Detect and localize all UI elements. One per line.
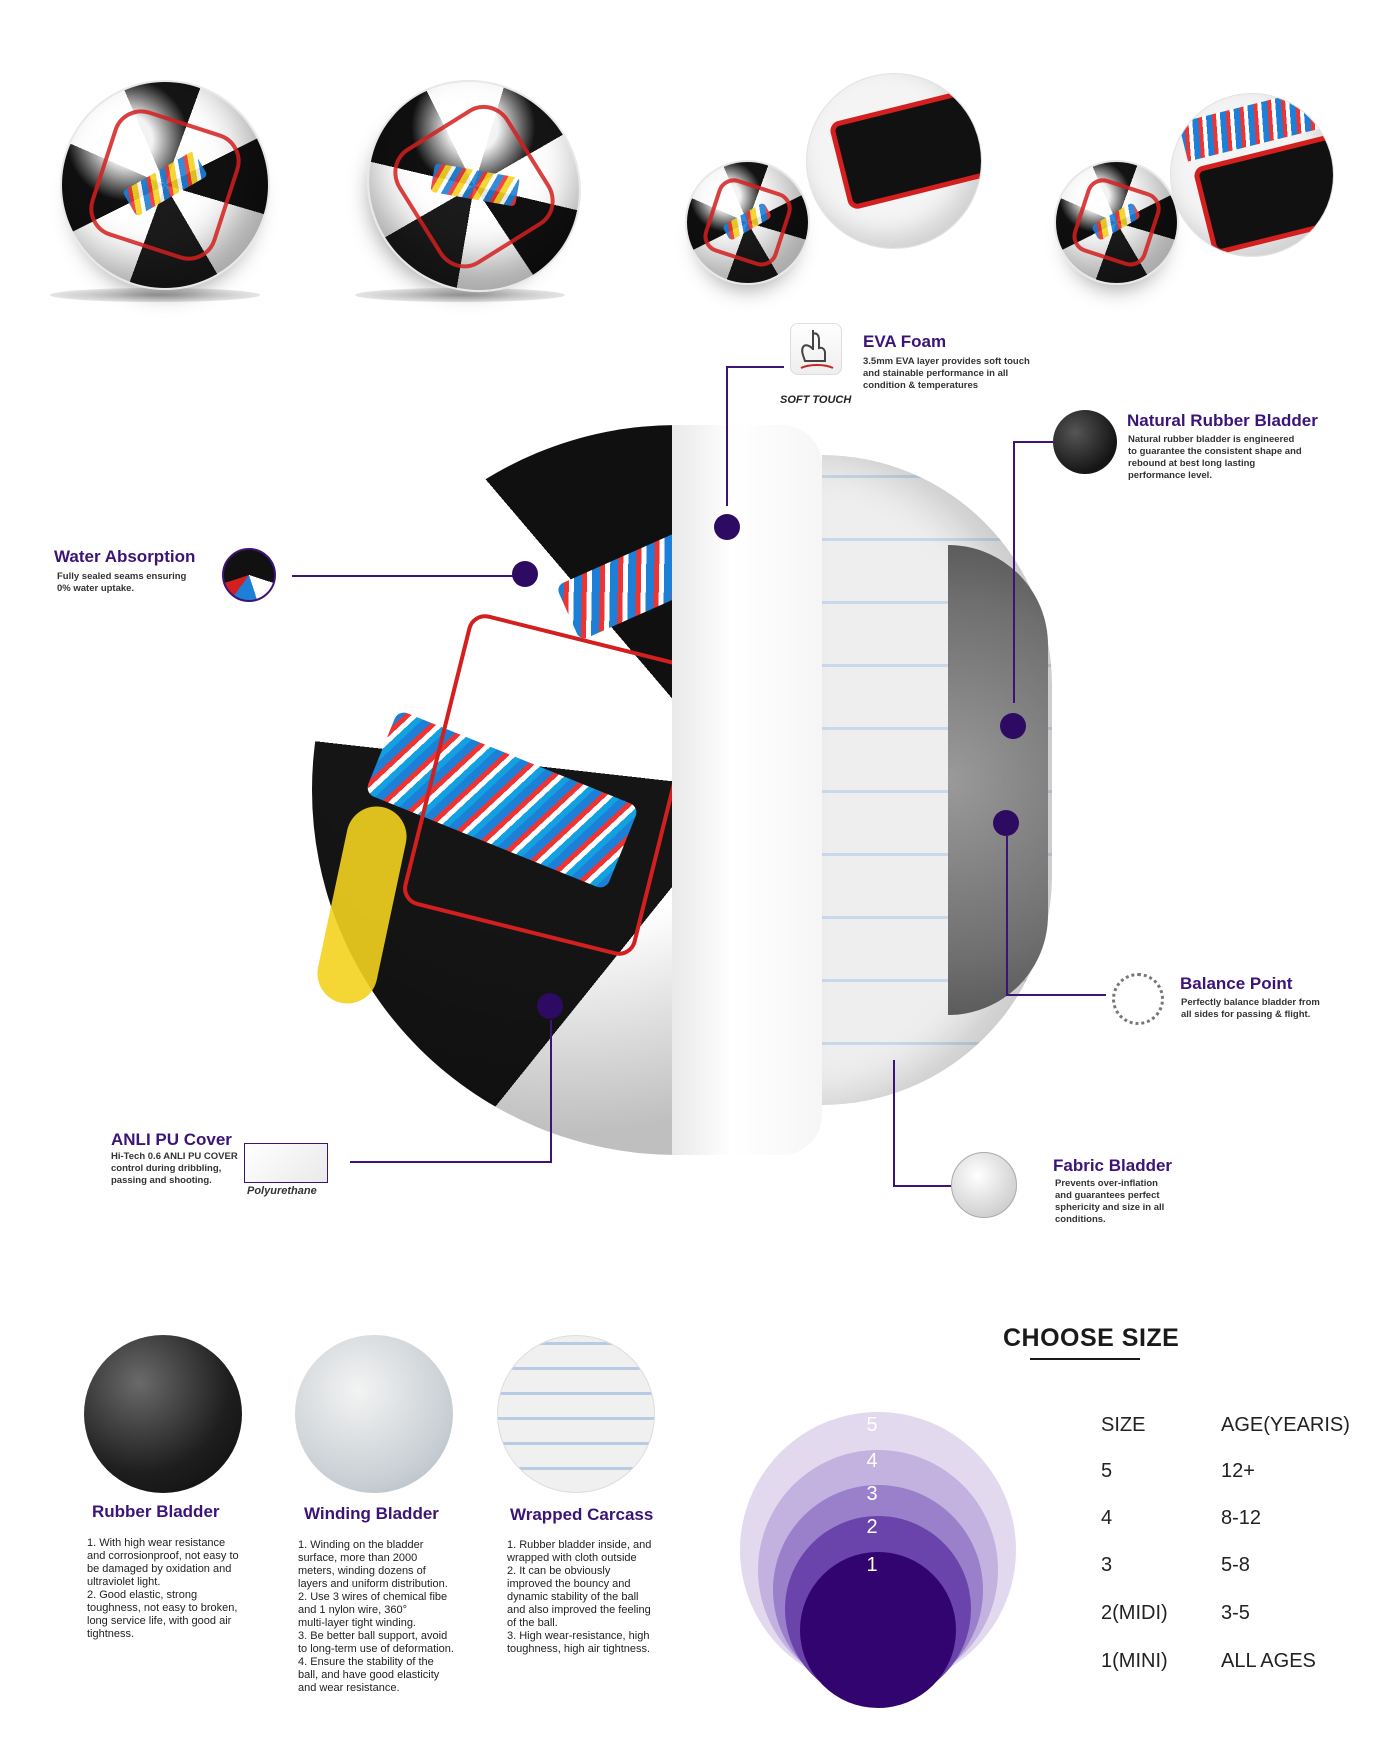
anli-pu-connector bbox=[350, 1161, 552, 1163]
balance-point-marker bbox=[993, 810, 1019, 836]
winding-bladder-photo bbox=[295, 1335, 453, 1493]
water-absorption-icon bbox=[222, 548, 276, 602]
size-table-size: 1(MINI) bbox=[1101, 1650, 1168, 1672]
eva-foam-connector bbox=[726, 366, 728, 506]
anli-pu-marker bbox=[537, 993, 563, 1019]
wrapped-carcass-photo bbox=[497, 1335, 655, 1493]
size-circle-label: 1 bbox=[866, 1554, 878, 1576]
balance-point-icon bbox=[1112, 973, 1164, 1025]
size-circle-label: 5 bbox=[866, 1414, 878, 1436]
ball-zoom-detail-right bbox=[1170, 93, 1334, 257]
balance-point-connector bbox=[1006, 994, 1106, 996]
balance-point-desc: Perfectly balance bladder from all sides… bbox=[1181, 997, 1320, 1020]
anli-pu-cover-title: ANLI PU Cover bbox=[111, 1130, 232, 1149]
balance-point-connector bbox=[1006, 836, 1008, 996]
column-title-wrapped-carcass: Wrapped Carcass bbox=[510, 1505, 654, 1524]
fabric-bladder-title: Fabric Bladder bbox=[1053, 1156, 1173, 1175]
polyurethane-swatch-icon bbox=[244, 1143, 328, 1183]
size-circle-label: 3 bbox=[866, 1483, 878, 1505]
size-table-age: 5-8 bbox=[1221, 1554, 1250, 1576]
rubber-bladder-layer bbox=[948, 545, 1048, 1015]
fabric-bladder-connector bbox=[893, 1185, 951, 1187]
natural-rubber-connector bbox=[1013, 441, 1015, 703]
ball-shadow bbox=[355, 288, 565, 302]
size-table-size: 4 bbox=[1101, 1507, 1113, 1529]
ball-zoom-detail-left bbox=[806, 73, 982, 249]
natural-rubber-bladder-title: Natural Rubber Bladder bbox=[1127, 411, 1318, 430]
natural-rubber-marker bbox=[1000, 713, 1026, 739]
water-absorption-desc: Fully sealed seams ensuring 0% water upt… bbox=[57, 571, 187, 594]
eva-foam-layer bbox=[672, 425, 822, 1155]
ball-shadow bbox=[50, 288, 260, 302]
column-title-winding-bladder: Winding Bladder bbox=[304, 1504, 439, 1523]
size-table-age: 8-12 bbox=[1221, 1507, 1262, 1529]
rubber-bladder-photo bbox=[84, 1335, 242, 1493]
fabric-bladder-desc: Prevents over-inflation and guarantees p… bbox=[1055, 1178, 1165, 1225]
ball-photo-detail-right bbox=[1054, 160, 1179, 285]
size-table-age: 3-5 bbox=[1221, 1602, 1250, 1624]
size-table-size: 3 bbox=[1101, 1554, 1113, 1576]
anli-pu-cover-desc: Hi-Tech 0.6 ANLI PU COVER control during… bbox=[111, 1151, 238, 1186]
balance-point-title: Balance Point bbox=[1180, 974, 1293, 993]
column-title-rubber-bladder: Rubber Bladder bbox=[92, 1502, 220, 1521]
size-table-header-age: AGE(YEARIS) bbox=[1221, 1414, 1350, 1436]
eva-foam-desc: 3.5mm EVA layer provides soft touch and … bbox=[863, 356, 1030, 391]
water-absorption-title: Water Absorption bbox=[54, 547, 196, 566]
eva-foam-connector bbox=[726, 366, 784, 368]
size-table-header-size: SIZE bbox=[1101, 1414, 1146, 1436]
size-circle-label: 4 bbox=[866, 1450, 878, 1472]
size-table-size: 5 bbox=[1101, 1460, 1113, 1482]
size-table-age: 12+ bbox=[1221, 1460, 1255, 1482]
size-circle-1 bbox=[800, 1552, 956, 1708]
anli-pu-connector bbox=[550, 1020, 552, 1163]
eva-foam-title: EVA Foam bbox=[863, 332, 947, 351]
fabric-bladder-icon bbox=[951, 1152, 1017, 1218]
fabric-bladder-connector bbox=[893, 1060, 895, 1187]
soft-touch-label: SOFT TOUCH bbox=[780, 394, 852, 406]
rubber-bladder-icon bbox=[1053, 410, 1117, 474]
soft-touch-icon bbox=[790, 323, 842, 375]
water-absorption-marker bbox=[512, 561, 538, 587]
ball-photo-detail-left bbox=[685, 160, 810, 285]
polyurethane-label: Polyurethane bbox=[247, 1185, 317, 1197]
choose-size-title: CHOOSE SIZE bbox=[1003, 1324, 1180, 1352]
eva-foam-marker bbox=[714, 514, 740, 540]
choose-size-underline bbox=[1030, 1358, 1140, 1360]
water-absorption-connector bbox=[292, 575, 522, 577]
natural-rubber-bladder-desc: Natural rubber bladder is engineered to … bbox=[1128, 434, 1302, 481]
natural-rubber-connector bbox=[1013, 441, 1053, 443]
ball-photo-front bbox=[60, 80, 270, 290]
size-circle-label: 2 bbox=[866, 1516, 878, 1538]
size-table-age: ALL AGES bbox=[1221, 1650, 1316, 1672]
size-table-size: 2(MIDI) bbox=[1101, 1602, 1168, 1624]
